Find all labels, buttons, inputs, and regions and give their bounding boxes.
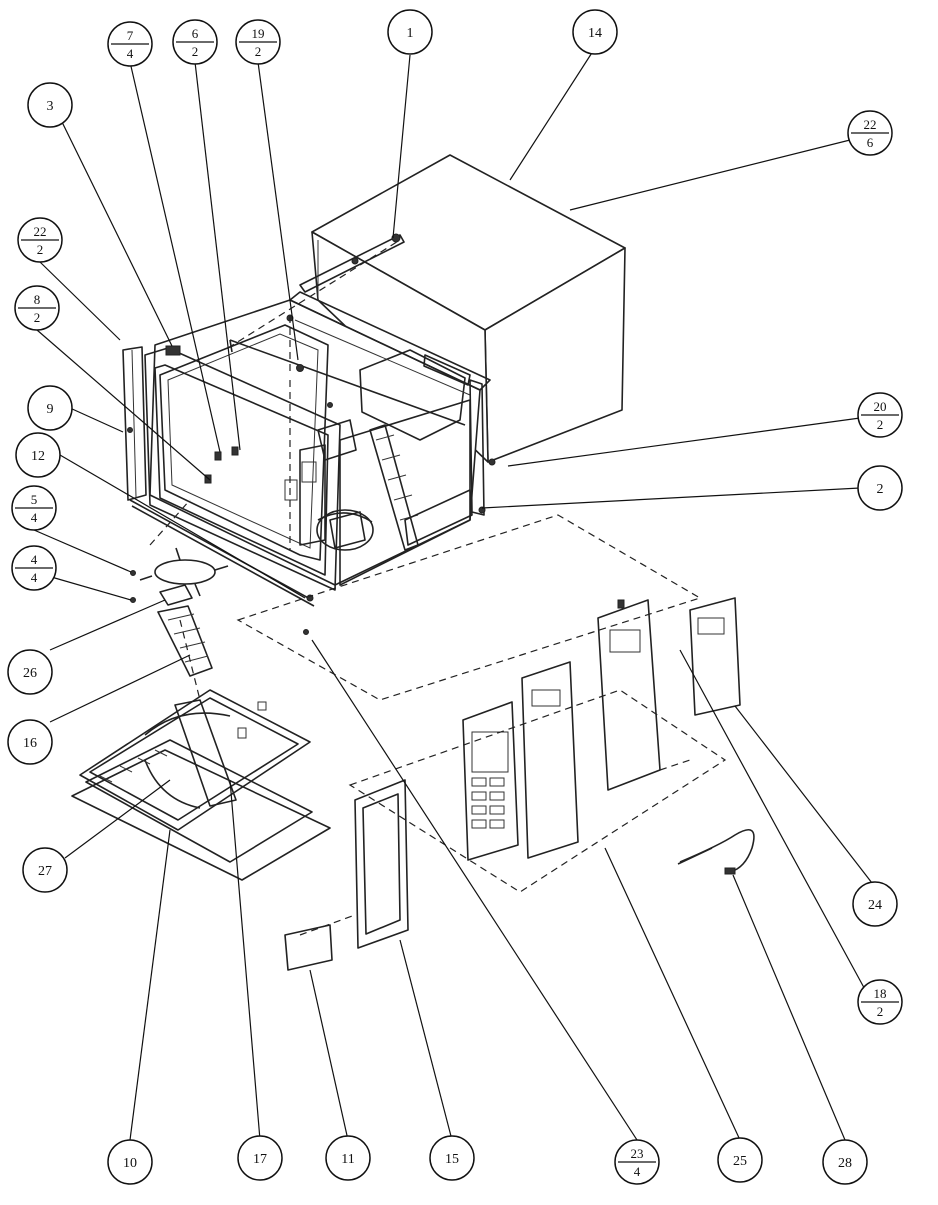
callout-c20-2: 202 [857,392,903,438]
callout-quantity: 4 [634,1164,641,1179]
assembly-dash-lines [149,239,691,936]
callout-c27: 27 [22,847,68,893]
callout-c28: 28 [822,1139,868,1185]
callout-circle [429,1135,475,1181]
callout-circle [822,1139,868,1185]
callout-circle [107,1139,153,1185]
callout-number: 18 [874,986,887,1001]
callout-number: 26 [23,666,37,681]
callout-number: 14 [588,26,602,41]
callout-c9: 9 [27,385,73,431]
callout-number: 5 [31,492,38,507]
callout-c5-4: 54 [11,485,57,531]
callout-circle [27,82,73,128]
callout-c15: 15 [429,1135,475,1181]
callout-c24: 24 [852,881,898,927]
callout-number: 10 [123,1156,137,1171]
callout-c14: 14 [572,9,618,55]
callout-quantity: 2 [34,310,41,325]
callout-number: 22 [864,117,877,132]
callout-c25: 25 [717,1137,763,1183]
callout-circle [387,9,433,55]
callout-number: 4 [31,552,38,567]
callout-c19-2: 192 [235,19,281,65]
callout-circle [7,719,53,765]
callout-c22-2: 222 [17,217,63,263]
callout-quantity: 4 [31,510,38,525]
callout-circle [572,9,618,55]
callout-number: 6 [192,26,199,41]
callout-circle [325,1135,371,1181]
callout-quantity: 2 [192,44,199,59]
callout-number: 27 [38,864,52,879]
callout-c22-6: 226 [847,110,893,156]
callout-quantity: 4 [31,570,38,585]
callout-quantity: 2 [255,44,262,59]
stirrer-assembly [139,547,229,677]
callout-c8-2: 82 [14,285,60,331]
callout-quantity: 2 [877,1004,884,1019]
callout-c3: 3 [27,82,73,128]
callout-circle [717,1137,763,1183]
callout-number: 7 [127,28,134,43]
callout-c7-4: 74 [107,21,153,67]
callout-quantity: 2 [877,417,884,432]
callout-c10: 10 [107,1139,153,1185]
callout-number: 9 [47,402,54,417]
callout-number: 24 [868,898,882,913]
callout-number: 28 [838,1156,852,1171]
callout-quantity: 4 [127,46,134,61]
callout-c6-2: 62 [172,19,218,65]
callout-number: 2 [877,482,884,497]
callout-number: 15 [445,1152,459,1167]
callout-c2: 2 [857,465,903,511]
callout-number: 11 [341,1152,354,1167]
callout-number: 19 [252,26,265,41]
callout-c18-2: 182 [857,979,903,1025]
callout-c16: 16 [7,719,53,765]
callout-number: 25 [733,1154,747,1169]
callout-c17: 17 [237,1135,283,1181]
callout-number: 20 [874,399,887,414]
callout-circle [22,847,68,893]
side-trim [122,346,147,501]
main-chassis [149,233,496,586]
callout-number: 3 [47,99,54,114]
callout-c26: 26 [7,649,53,695]
callout-number: 12 [31,449,45,464]
front-frame [129,345,341,607]
callout-circle [15,432,61,478]
callout-c4-4: 44 [11,545,57,591]
callout-c12: 12 [15,432,61,478]
callout-circle [857,465,903,511]
callout-quantity: 2 [37,242,44,257]
callout-c1: 1 [387,9,433,55]
base-assembly [71,689,331,881]
callout-number: 22 [34,224,47,239]
callout-c11: 11 [325,1135,371,1181]
callout-circle [237,1135,283,1181]
callout-quantity: 6 [867,135,874,150]
callout-number: 1 [407,26,414,41]
control-panel-parts [236,514,741,971]
callout-number: 23 [631,1146,644,1161]
callout-circle [7,649,53,695]
callout-number: 16 [23,736,37,751]
callout-number: 17 [253,1152,267,1167]
callout-circle [27,385,73,431]
probe-cord [677,829,755,875]
callout-number: 8 [34,292,41,307]
callout-circle [852,881,898,927]
callout-c23-4: 234 [614,1139,660,1185]
